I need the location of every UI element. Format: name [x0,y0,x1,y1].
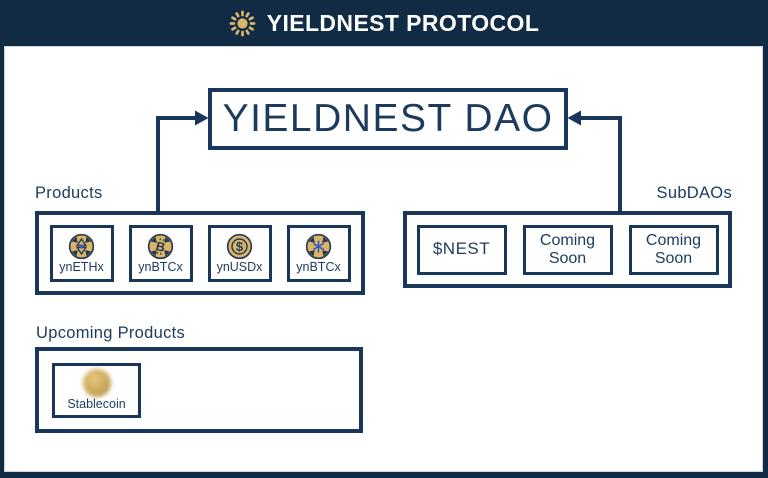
subdao-box-coming-soon-2: Coming Soon [628,224,719,275]
svg-text:B: B [155,239,167,255]
upcoming-products-section-label: Upcoming Products [36,324,186,342]
subdao-box-nest: $NEST [416,224,507,275]
upcoming-products-group: Stablecoin [35,347,363,433]
product-box-ynusdx: $ ynUSDx [207,224,272,282]
usd-coin-icon: $ [226,232,253,260]
product-box-ynbtcx-2: ynBTCx [286,224,351,282]
products-section-label: Products [35,184,103,202]
header-bar: YIELDNEST PROTOCOL [0,0,768,46]
subdao-label: Coming Soon [645,232,702,267]
eth-coin-icon [68,232,95,260]
btc-coin-icon: B [147,232,174,260]
subdao-label: Coming Soon [539,232,596,267]
upcoming-label-text: Stablecoin [67,397,126,412]
btc-snowflake-coin-icon [305,232,332,260]
upcoming-box-stablecoin: Stablecoin [52,362,141,418]
yieldnest-dao-box: YIELDNEST DAO [208,88,568,150]
dao-label: YIELDNEST DAO [222,97,554,140]
products-group: ynETHx B ynBTCx [35,211,365,295]
sun-icon [229,10,256,37]
blurred-gold-coin-icon [82,369,111,398]
subdao-box-coming-soon-1: Coming Soon [522,224,613,275]
subdaos-group: $NEST Coming Soon Coming Soon [403,211,732,288]
product-label: ynBTCx [138,260,183,275]
subdaos-section-label: SubDAOs [656,184,732,202]
product-box-ynbtcx: B ynBTCx [128,224,193,282]
product-label: ynETHx [59,260,104,275]
svg-text:$: $ [236,239,244,254]
subdao-label: $NEST [432,239,491,259]
product-box-ynethx: ynETHx [49,224,114,282]
product-label: ynBTCx [296,260,341,275]
product-label: ynUSDx [216,260,263,275]
header-title: YIELDNEST PROTOCOL [266,9,540,36]
